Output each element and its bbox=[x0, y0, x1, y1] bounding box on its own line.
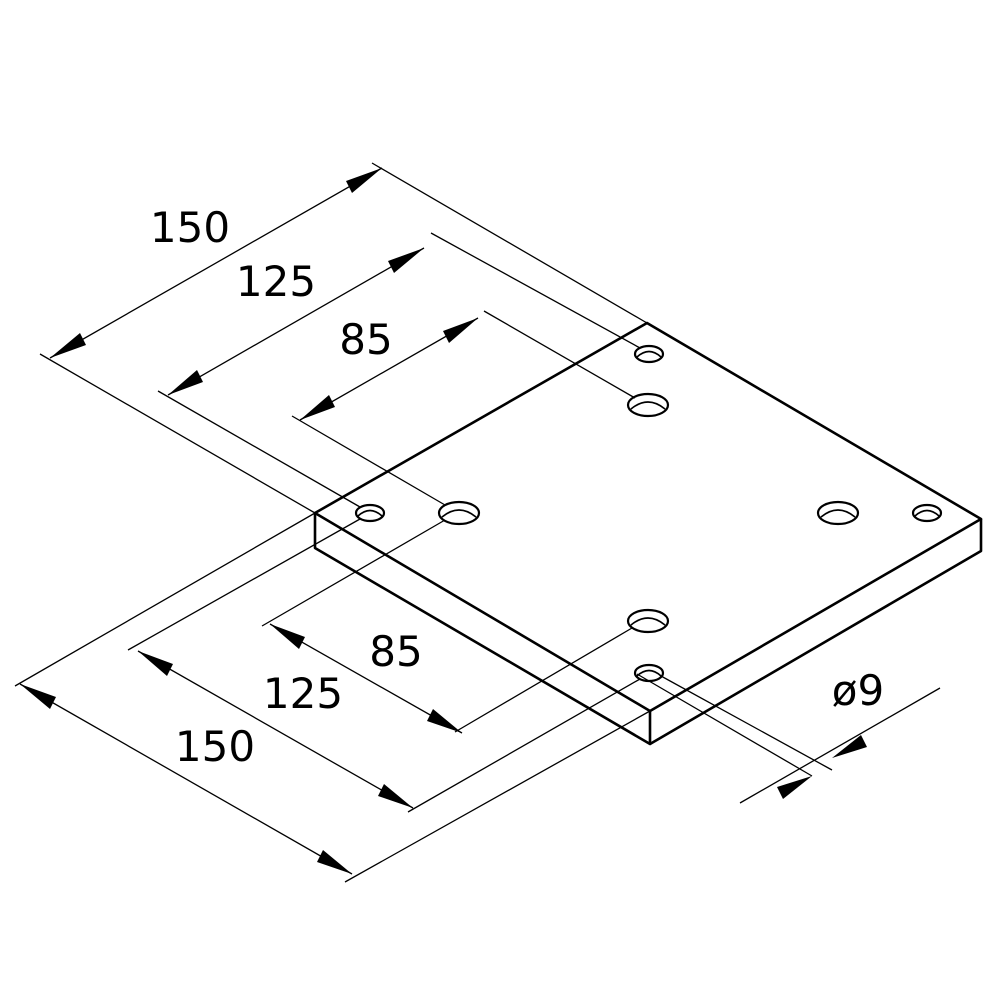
dim-label-bottom-middle: 125 bbox=[263, 669, 343, 718]
hole-right-outer bbox=[911, 503, 943, 523]
mounting-holes bbox=[354, 344, 943, 683]
arrow-bottom-inner-b bbox=[427, 709, 462, 733]
arrow-top-outer-b bbox=[346, 168, 382, 193]
plate-front-right-edge bbox=[649, 519, 983, 746]
arrow-top-middle-a bbox=[168, 370, 203, 395]
arrow-top-outer-a bbox=[50, 333, 86, 358]
dimension-labels: 150 125 85 85 125 150 ø9 bbox=[150, 203, 884, 771]
dim-line-bottom-outer bbox=[19, 683, 353, 875]
dim-label-hole-diameter: ø9 bbox=[832, 666, 884, 715]
arrow-top-middle-b bbox=[388, 248, 424, 273]
arrow-bottom-inner-a bbox=[270, 624, 305, 649]
dim-line-top-middle bbox=[167, 247, 425, 396]
dim-label-top-inner: 85 bbox=[339, 315, 392, 364]
arrow-top-inner-b bbox=[443, 318, 478, 343]
dim-label-bottom-outer: 150 bbox=[175, 722, 255, 771]
hole-left-inner bbox=[437, 500, 481, 526]
hole-top-outer bbox=[633, 344, 665, 364]
arrow-bottom-middle-a bbox=[138, 651, 173, 676]
dim-line-diameter bbox=[739, 687, 941, 804]
arrow-diameter-a bbox=[777, 776, 812, 799]
dim-line-top-outer bbox=[49, 167, 383, 359]
dim-label-bottom-inner: 85 bbox=[369, 627, 422, 676]
dim-line-bottom-middle bbox=[137, 650, 414, 809]
arrowheads bbox=[20, 168, 867, 874]
plate-front-left-edge bbox=[313, 513, 652, 746]
arrow-diameter-b bbox=[832, 735, 867, 758]
hole-top-inner bbox=[626, 392, 670, 418]
dimension-lines bbox=[19, 167, 941, 875]
dim-label-top-outer: 150 bbox=[150, 203, 230, 252]
arrow-bottom-outer-a bbox=[20, 684, 56, 709]
hole-left-outer bbox=[354, 503, 386, 523]
extension-lines bbox=[14, 162, 833, 883]
arrow-top-inner-a bbox=[300, 395, 335, 420]
hole-bottom-outer bbox=[633, 663, 665, 683]
arrow-bottom-outer-b bbox=[317, 850, 352, 874]
hole-bottom-inner bbox=[626, 608, 670, 634]
dim-label-top-middle: 125 bbox=[236, 257, 316, 306]
arrow-bottom-middle-b bbox=[378, 784, 413, 808]
hole-right-inner bbox=[816, 500, 860, 526]
base-plate bbox=[313, 321, 983, 746]
